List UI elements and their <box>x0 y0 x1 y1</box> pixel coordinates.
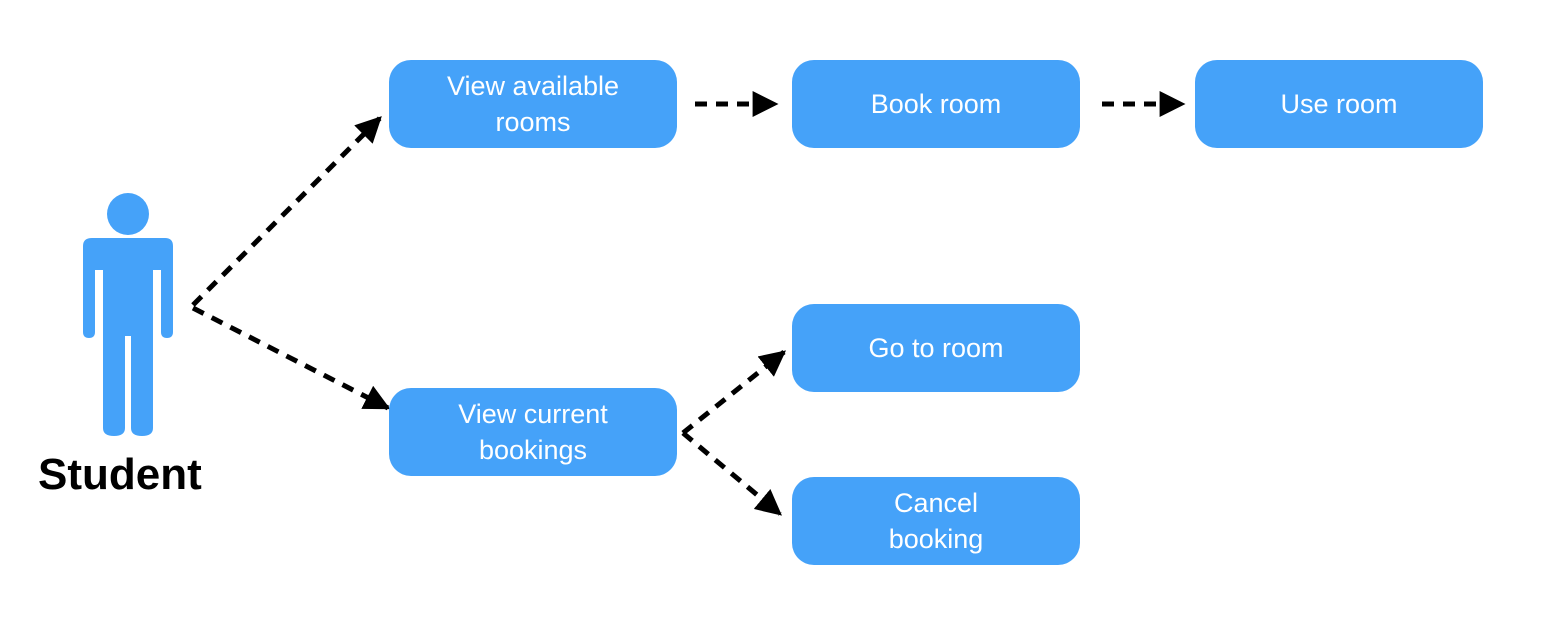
edge-student-to-view-current <box>191 305 391 411</box>
edge-view-current-to-cancel-booking <box>681 431 782 516</box>
node-label-line: Cancel <box>893 488 979 518</box>
node-label-line: rooms <box>495 107 571 137</box>
node-view-current-bookings[interactable]: View current bookings <box>389 388 677 476</box>
person-head <box>107 193 149 235</box>
student-person-icon <box>83 193 173 436</box>
edge-student-to-view-available <box>191 116 382 307</box>
node-view-available-rooms[interactable]: View available rooms <box>389 60 677 148</box>
node-label-line: View current <box>458 399 608 429</box>
node-label-line: Go to room <box>868 333 1004 363</box>
node-book-room[interactable]: Book room <box>792 60 1080 148</box>
person-body <box>83 238 173 436</box>
node-cancel-booking[interactable]: Cancel booking <box>792 477 1080 565</box>
node-label-line: Use room <box>1280 89 1398 119</box>
node-go-to-room[interactable]: Go to room <box>792 304 1080 392</box>
node-use-room[interactable]: Use room <box>1195 60 1483 148</box>
node-label-line: bookings <box>478 435 588 465</box>
edge-view-current-to-go-to-room <box>681 350 787 435</box>
node-label-line: Book room <box>870 89 1002 119</box>
node-label-line: booking <box>888 524 984 554</box>
actor-label: Student <box>38 450 202 499</box>
node-label-line: View available <box>446 71 620 101</box>
